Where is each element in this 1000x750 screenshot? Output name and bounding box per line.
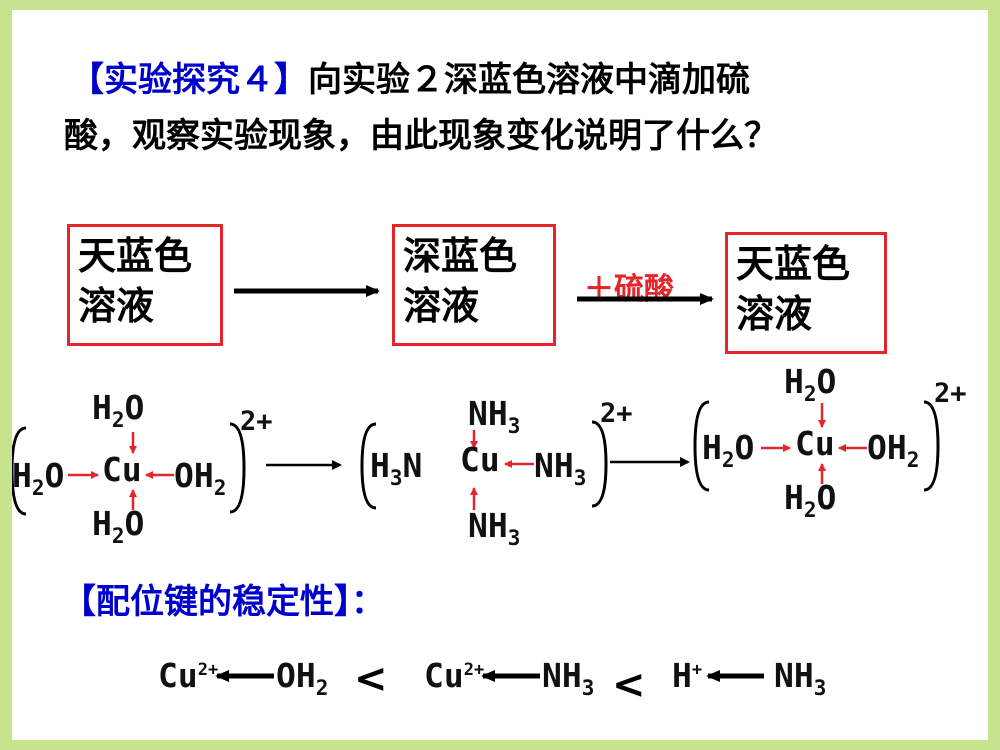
complex3-top-ligand: H2O [784,362,837,406]
complex3-bottom-ligand: H2O [784,478,837,522]
stability-term3-ligand: NH3 [774,656,827,700]
complex2-left-bracket [360,422,377,510]
complex3-charge: 2+ [934,378,967,409]
complex3-right-ligand: OH2 [867,428,920,472]
complex2-top-ligand: NH3 [468,394,521,438]
complex2-charge: 2+ [600,398,633,429]
flow-box-deep-blue: 深蓝色 溶液 [392,224,556,346]
complex1-top-ligand: H2O [92,388,145,432]
diagram-graphics [12,285,940,682]
stability-term1-ion: Cu2+ [158,656,219,695]
box1-line1: 天蓝色 [78,233,193,278]
stability-term2-ion: Cu2+ [424,656,485,695]
complex2-center-cu: Cu [460,440,500,479]
complex3-right-bracket [923,400,940,492]
slide: 【实验探究４】向实验２深蓝色溶液中滴加硫 酸，观察实验现象，由此现象变化说明了什… [12,10,988,740]
title-line-2: 酸，观察实验现象，由此现象变化说明了什么？ [64,114,778,158]
complex3-left-ligand: H2O [702,428,755,472]
experiment-label: 【实验探究４】 [70,60,308,100]
complex2-right-bracket [591,420,608,508]
title-line-1: 【实验探究４】向实验２深蓝色溶液中滴加硫 [70,58,750,102]
less-than-1: < [354,656,388,702]
title-text-1: 向实验２深蓝色溶液中滴加硫 [308,60,750,100]
less-than-2: < [612,662,646,708]
stability-term3-ion: H+ [672,656,703,695]
complex3-left-bracket [693,400,710,492]
stability-term1-ligand: OH2 [276,656,329,700]
stability-term2-ligand: NH3 [542,656,595,700]
complex2-left-ligand: H3N [370,446,423,490]
complex1-bottom-ligand: H2O [92,504,145,548]
stability-heading: 【配位键的稳定性】： [62,582,385,622]
complex1-left-bracket [12,426,27,516]
flow-box-sky-blue-2: 天蓝色 溶液 [725,232,887,354]
box3-line1: 天蓝色 [736,241,851,286]
complex1-center-cu: Cu [102,450,142,489]
box2-line1: 深蓝色 [403,233,518,278]
complex1-right-bracket [229,422,246,514]
complex1-charge: 2+ [240,406,273,437]
title-text-2: 酸，观察实验现象，由此现象变化说明了什么？ [64,116,778,156]
box2-line2: 溶液 [403,283,480,328]
complex2-right-ligand: NH3 [534,446,587,490]
complex1-left-ligand: H2O [12,456,65,500]
box1-line2: 溶液 [78,283,155,328]
complex1-right-ligand: OH2 [174,456,227,500]
box3-line2: 溶液 [736,291,813,336]
flow-box-sky-blue-1: 天蓝色 溶液 [67,224,223,346]
complex3-center-cu: Cu [795,424,835,463]
complex2-bottom-ligand: NH3 [468,506,521,550]
